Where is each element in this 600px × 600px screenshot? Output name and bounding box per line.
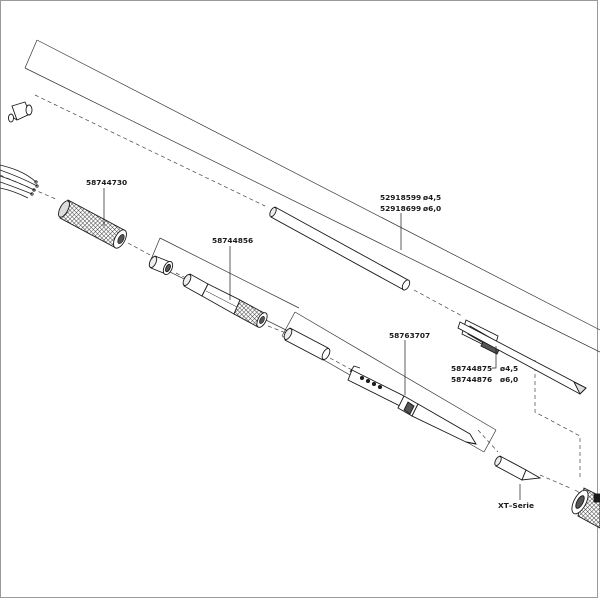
end-sleeve-part	[8, 101, 33, 123]
ring-part	[148, 255, 174, 276]
label-52918599: 52918599	[380, 193, 421, 202]
handle-tube-part	[182, 273, 268, 328]
leader-lines	[103, 188, 521, 500]
label-dia-4-5-rod: ø4,5	[423, 193, 441, 202]
cable-wires-part	[0, 164, 39, 199]
rod-part	[269, 206, 411, 291]
label-58744875: 58744875	[451, 364, 492, 373]
label-58744730: 58744730	[86, 178, 127, 187]
label-dia-4-5-clip: ø4,5	[500, 364, 518, 373]
insulator-sleeve-part	[283, 327, 331, 361]
group-outline-handle	[149, 237, 300, 333]
label-52918699: 52918699	[380, 204, 421, 213]
label-xt-series: XT–Serie	[498, 501, 534, 510]
wire-sleeve-part	[58, 199, 127, 249]
xt-tip-part	[494, 455, 542, 481]
part-labels: 58744730 58744856 58763707 52918599 ø4,5…	[86, 178, 534, 510]
group-outline-main	[24, 39, 600, 506]
assembly-axis-lines	[0, 94, 581, 489]
clip-part	[457, 319, 587, 395]
bracket-part	[347, 365, 477, 445]
handle-nut-part	[571, 487, 600, 529]
label-dia-6-0-clip: ø6,0	[500, 375, 518, 384]
label-58744876: 58744876	[451, 375, 492, 384]
label-58744856: 58744856	[212, 236, 253, 245]
label-58763707: 58763707	[389, 331, 430, 340]
label-dia-6-0-rod: ø6,0	[423, 204, 441, 213]
